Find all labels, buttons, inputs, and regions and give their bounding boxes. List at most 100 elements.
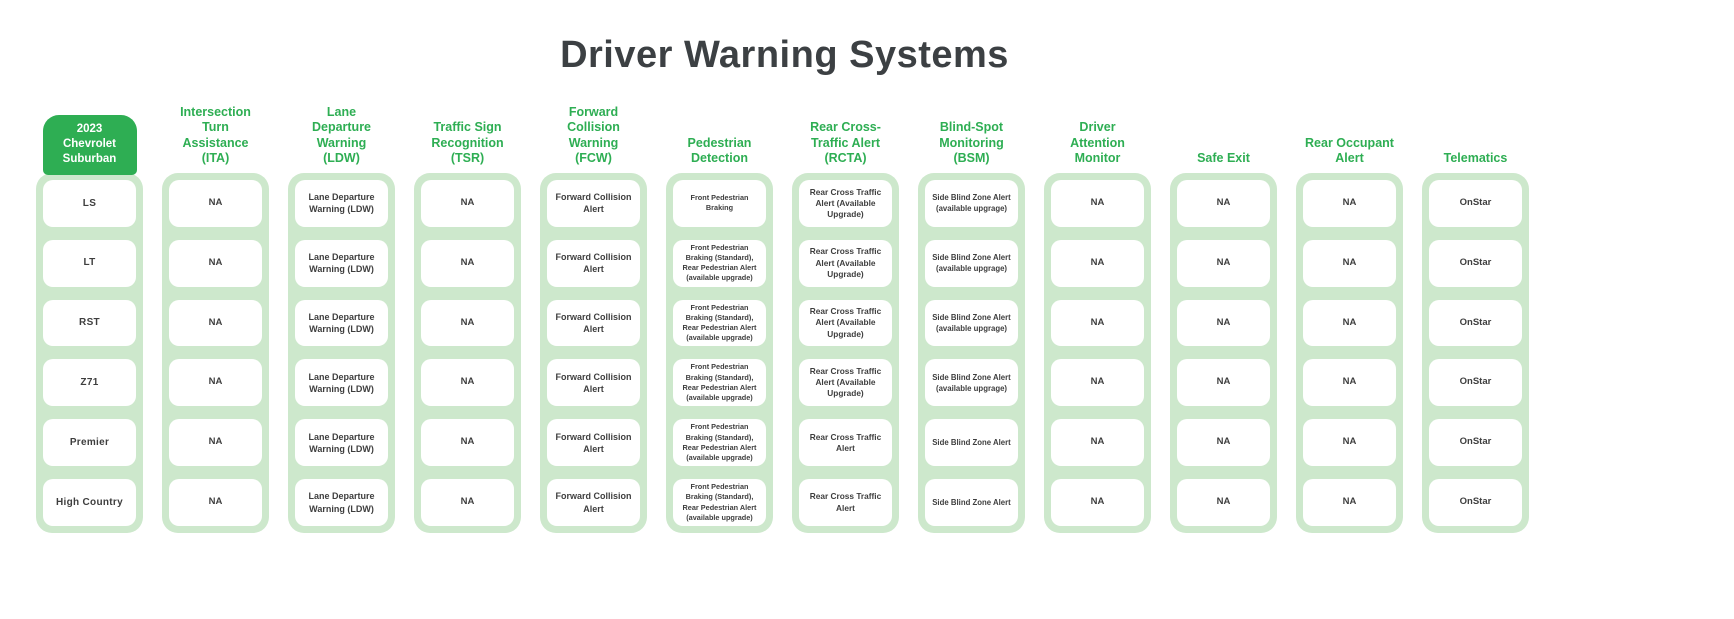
column-header-zone: Safe Exit	[1170, 113, 1277, 173]
feature-cell: NA	[1051, 299, 1144, 347]
feature-cell: NA	[1303, 299, 1396, 347]
column-header: Pedestrian Detection	[687, 135, 752, 165]
feature-cell: Rear Cross Traffic Alert (Available Upgr…	[799, 299, 892, 347]
column-header: Forward Collision Warning (FCW)	[567, 105, 620, 165]
feature-cell: Lane Departure Warning (LDW)	[295, 299, 388, 347]
feature-cell: NA	[169, 239, 262, 287]
column-header-zone: Telematics	[1422, 113, 1529, 173]
column-pill: NA NA NA NA NA NA	[1044, 173, 1151, 533]
vehicle-header: 2023 Chevrolet Suburban	[42, 115, 137, 175]
feature-cell: NA	[421, 419, 514, 467]
feature-cell: Lane Departure Warning (LDW)	[295, 180, 388, 227]
feature-cell: Side Blind Zone Alert (available upgrage…	[925, 299, 1018, 347]
feature-cell: OnStar	[1429, 359, 1522, 407]
feature-cell: OnStar	[1429, 479, 1522, 526]
feature-cell: Side Blind Zone Alert	[925, 419, 1018, 467]
feature-cell: NA	[1051, 239, 1144, 287]
column-header-zone: Lane Departure Warning (LDW)	[288, 105, 395, 173]
feature-cell: Lane Departure Warning (LDW)	[295, 479, 388, 526]
feature-cell: NA	[421, 299, 514, 347]
column-pill: Forward Collision Alert Forward Collisio…	[540, 173, 647, 533]
feature-cell: NA	[1051, 479, 1144, 526]
column-pill: NA NA NA NA NA NA	[414, 173, 521, 533]
feature-cell: Rear Cross Traffic Alert	[799, 479, 892, 526]
feature-cell: NA	[169, 359, 262, 407]
column-header-zone: Driver Attention Monitor	[1044, 113, 1151, 173]
feature-cell: Rear Cross Traffic Alert	[799, 419, 892, 467]
feature-cell: NA	[169, 180, 262, 227]
column-header: Telematics	[1443, 150, 1508, 165]
trim-cell: Premier	[43, 419, 136, 467]
feature-cell: NA	[1177, 359, 1270, 407]
trim-cell: High Country	[43, 479, 136, 526]
feature-cell: NA	[169, 479, 262, 526]
feature-column: Safe Exit NA NA NA NA NA NA	[1170, 113, 1277, 533]
column-pill: Front Pedestrian Braking Front Pedestria…	[666, 173, 773, 533]
feature-cell: Forward Collision Alert	[547, 239, 640, 287]
column-header-zone: 2023 Chevrolet Suburban	[36, 113, 143, 175]
page-title: Driver Warning Systems	[560, 34, 1009, 76]
feature-cell: Front Pedestrian Braking (Standard), Rea…	[673, 479, 766, 526]
feature-cell: Forward Collision Alert	[547, 479, 640, 526]
feature-cell: OnStar	[1429, 419, 1522, 467]
feature-cell: Front Pedestrian Braking (Standard), Rea…	[673, 419, 766, 467]
column-pill: OnStar OnStar OnStar OnStar OnStar OnSta…	[1422, 173, 1529, 533]
feature-column: Intersection Turn Assistance (ITA) NA NA…	[162, 105, 269, 533]
feature-cell: NA	[1051, 180, 1144, 227]
feature-cell: Side Blind Zone Alert (available upgrage…	[925, 180, 1018, 227]
column-header: Lane Departure Warning (LDW)	[311, 105, 372, 165]
feature-cell: Lane Departure Warning (LDW)	[295, 419, 388, 467]
comparison-table: 2023 Chevrolet Suburban LS LT RST Z71 Pr…	[36, 105, 1533, 533]
column-pill: Side Blind Zone Alert (available upgrage…	[918, 173, 1025, 533]
feature-column: Blind-Spot Monitoring (BSM) Side Blind Z…	[918, 113, 1025, 533]
driver-warning-systems-infographic: Driver Warning Systems 2023 Chevrolet Su…	[36, 0, 1533, 533]
feature-column: Forward Collision Warning (FCW) Forward …	[540, 105, 647, 533]
feature-cell: NA	[1303, 180, 1396, 227]
feature-cell: NA	[1177, 299, 1270, 347]
feature-cell: NA	[1177, 180, 1270, 227]
trim-cell: RST	[43, 299, 136, 347]
feature-column: Rear Cross- Traffic Alert (RCTA) Rear Cr…	[792, 113, 899, 533]
feature-cell: OnStar	[1429, 299, 1522, 347]
feature-cell: NA	[421, 479, 514, 526]
feature-cell: Forward Collision Alert	[547, 419, 640, 467]
trim-column: 2023 Chevrolet Suburban LS LT RST Z71 Pr…	[36, 113, 143, 533]
column-header-zone: Rear Cross- Traffic Alert (RCTA)	[792, 113, 899, 173]
column-header: Driver Attention Monitor	[1070, 120, 1125, 165]
feature-column: Lane Departure Warning (LDW) Lane Depart…	[288, 105, 395, 533]
feature-column: Telematics OnStar OnStar OnStar OnStar O…	[1422, 113, 1529, 533]
feature-cell: NA	[421, 239, 514, 287]
feature-cell: NA	[169, 419, 262, 467]
feature-cell: NA	[1177, 479, 1270, 526]
column-pill: Lane Departure Warning (LDW) Lane Depart…	[288, 173, 395, 533]
feature-cell: NA	[1303, 239, 1396, 287]
column-header: Blind-Spot Monitoring (BSM)	[939, 120, 1004, 165]
column-header-zone: Rear Occupant Alert	[1296, 113, 1403, 173]
trim-cell: LT	[43, 239, 136, 287]
feature-cell: Side Blind Zone Alert (available upgrage…	[925, 239, 1018, 287]
feature-cell: Side Blind Zone Alert	[925, 479, 1018, 526]
feature-cell: Front Pedestrian Braking	[673, 180, 766, 227]
feature-cell: NA	[169, 299, 262, 347]
column-header-zone: Pedestrian Detection	[666, 113, 773, 173]
feature-cell: Rear Cross Traffic Alert (Available Upgr…	[799, 239, 892, 287]
column-pill: Rear Cross Traffic Alert (Available Upgr…	[792, 173, 899, 533]
feature-cell: NA	[421, 180, 514, 227]
feature-cell: Lane Departure Warning (LDW)	[295, 359, 388, 407]
feature-cell: Front Pedestrian Braking (Standard), Rea…	[673, 299, 766, 347]
feature-cell: NA	[1303, 479, 1396, 526]
column-header: Safe Exit	[1197, 150, 1250, 165]
feature-cell: NA	[1051, 359, 1144, 407]
feature-cell: Forward Collision Alert	[547, 299, 640, 347]
feature-cell: OnStar	[1429, 180, 1522, 227]
feature-cell: Forward Collision Alert	[547, 180, 640, 227]
column-pill: LS LT RST Z71 Premier High Country	[36, 173, 143, 533]
column-header-zone: Intersection Turn Assistance (ITA)	[162, 105, 269, 173]
column-pill: NA NA NA NA NA NA	[1170, 173, 1277, 533]
feature-cell: NA	[1177, 239, 1270, 287]
feature-cell: NA	[421, 359, 514, 407]
trim-cell: LS	[43, 180, 136, 227]
feature-column: Driver Attention Monitor NA NA NA NA NA …	[1044, 113, 1151, 533]
column-header-zone: Blind-Spot Monitoring (BSM)	[918, 113, 1025, 173]
feature-cell: NA	[1051, 419, 1144, 467]
